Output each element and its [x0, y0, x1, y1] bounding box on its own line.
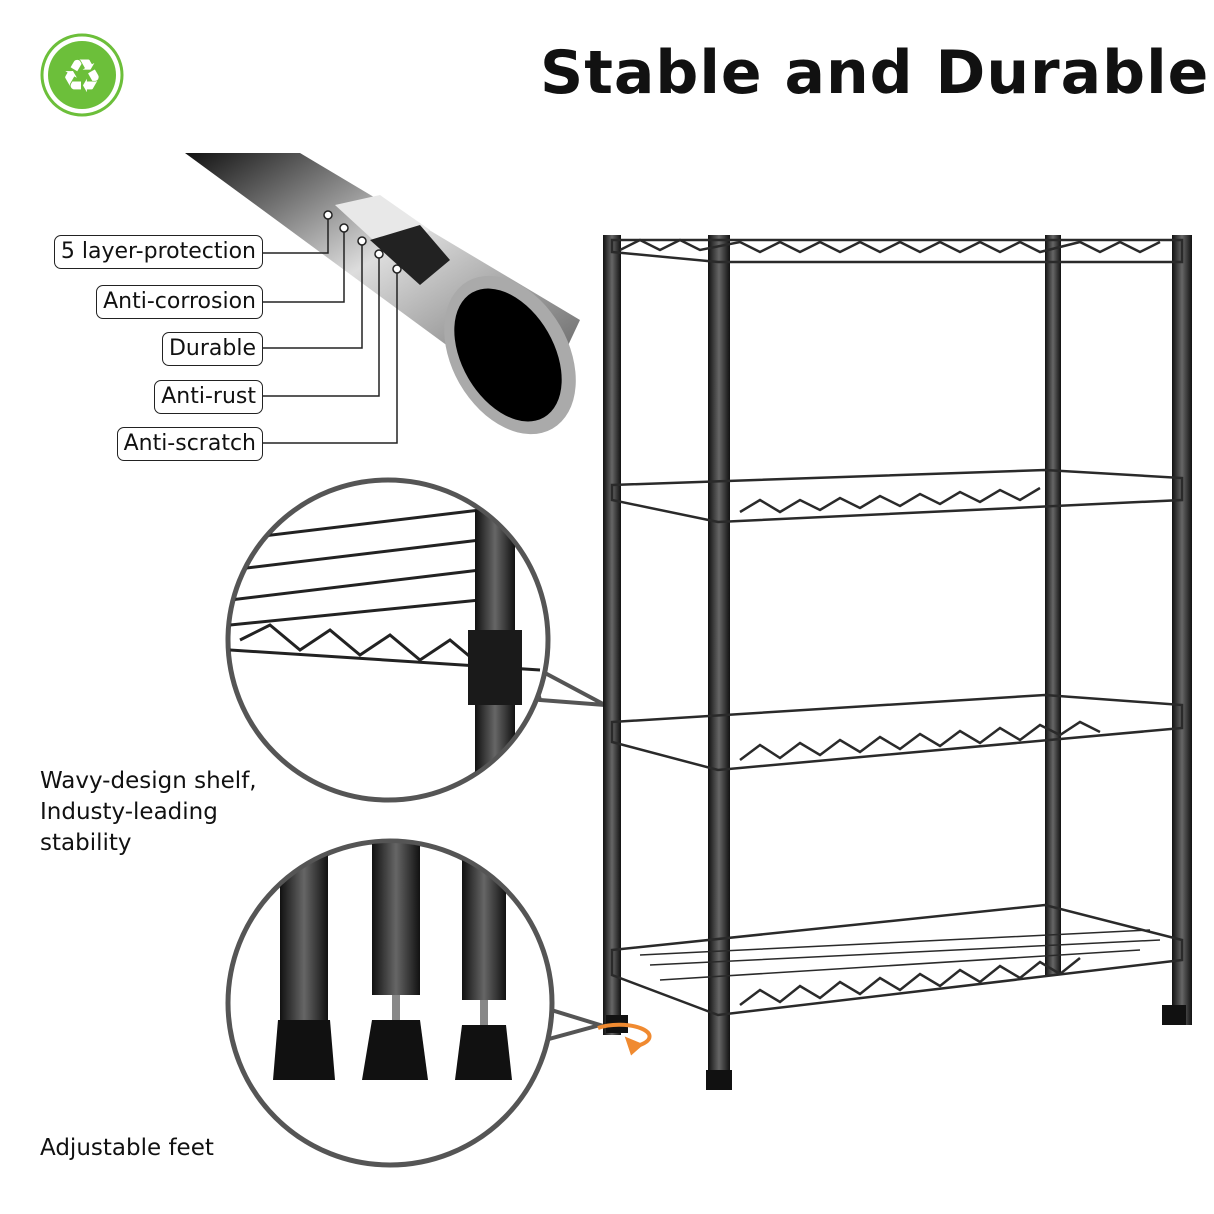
- tube-cross-section: [185, 153, 580, 444]
- shelf-caption-line: Industy-leading: [40, 799, 218, 825]
- recycle-icon: ♻: [40, 33, 124, 117]
- shelves: [610, 238, 1184, 1017]
- shelf-caption-line: stability: [40, 830, 132, 856]
- svg-text:♻: ♻: [61, 49, 102, 103]
- shelf-caption-line: Wavy-design shelf,: [40, 768, 257, 794]
- label-anti-corrosion: Anti-corrosion: [96, 285, 263, 319]
- shelf-posts: [603, 235, 1192, 1090]
- label-5-layer-protection: 5 layer-protection: [53, 235, 263, 269]
- page-title: Stable and Durable: [540, 38, 1210, 108]
- label-anti-scratch: Anti-scratch: [116, 427, 263, 461]
- wire-shelving-unit: [597, 235, 1192, 1090]
- feet-caption: Adjustable feet: [40, 1135, 214, 1161]
- shelf-detail-zoom: [225, 477, 606, 803]
- label-anti-rust: Anti-rust: [154, 380, 263, 414]
- shelf-caption: Wavy-design shelf, Industy-leading stabi…: [40, 766, 257, 859]
- feet-detail-zoom: [225, 838, 608, 1168]
- rotate-arrow-icon: [597, 1022, 652, 1056]
- label-durable: Durable: [161, 332, 263, 366]
